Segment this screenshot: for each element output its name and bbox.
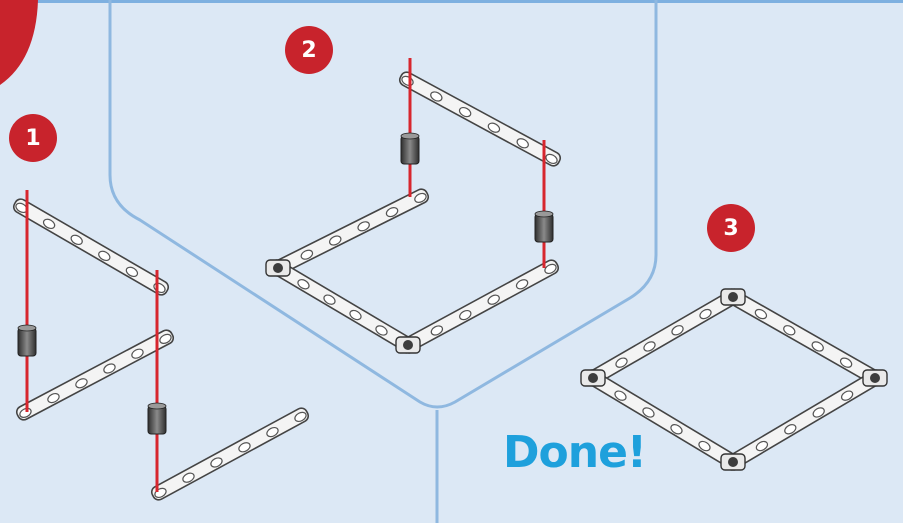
beam (398, 258, 561, 355)
beam (268, 187, 431, 278)
building-parts (12, 58, 887, 502)
connector-piece (148, 403, 166, 434)
connector-piece (535, 211, 553, 242)
beam (583, 287, 744, 388)
step-1-badge: 1 (9, 114, 57, 162)
done-label: Done! (503, 427, 646, 478)
beam (12, 197, 171, 297)
top-border (0, 0, 903, 3)
beam-joint (721, 454, 745, 470)
beam-joint (396, 337, 420, 353)
beam-joint (721, 289, 745, 305)
beam (150, 406, 311, 502)
beam-joint (266, 260, 290, 276)
beam (723, 368, 886, 472)
connector-piece (18, 325, 36, 356)
beam-joint (863, 370, 887, 386)
beam-joint (581, 370, 605, 386)
connector-piece (401, 133, 419, 164)
corner-tab (0, 0, 38, 85)
step-3-badge: 3 (707, 204, 755, 252)
beam (398, 70, 563, 168)
step-2-badge: 2 (285, 26, 333, 74)
beam (723, 287, 886, 388)
